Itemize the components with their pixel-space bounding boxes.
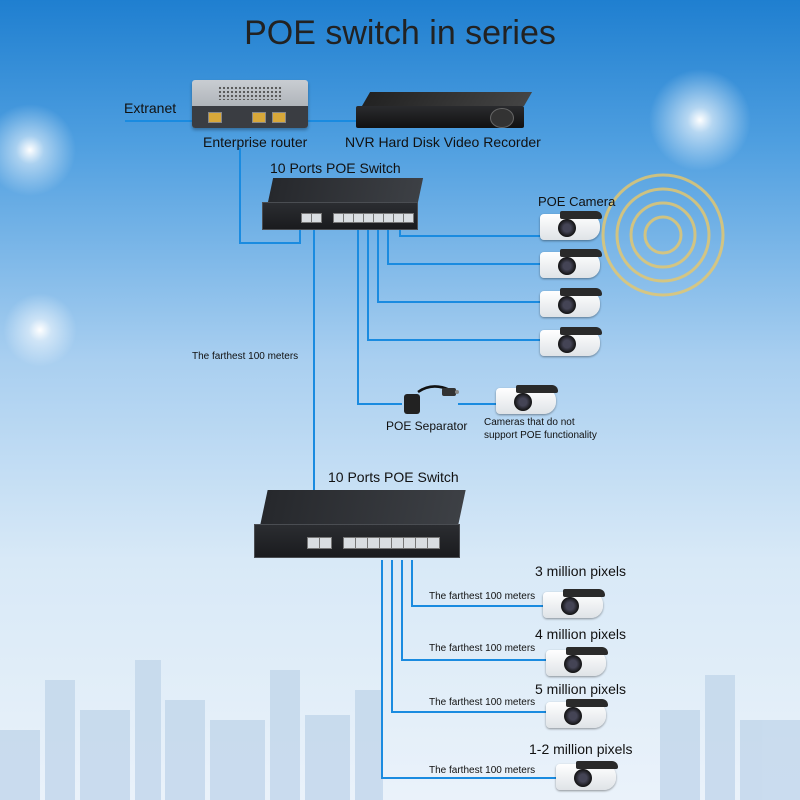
nvr-label: NVR Hard Disk Video Recorder [345, 134, 541, 150]
camera-resolution-label: 5 million pixels [535, 681, 627, 697]
camera-resolution-label: 1-2 million pixels [529, 741, 633, 757]
camera-distance-label: The farthest 100 meters [429, 643, 536, 654]
poe-splitter-icon [404, 385, 459, 414]
switch-to-camera-2-cable [387, 228, 542, 265]
switch-bottom-label: 10 Ports POE Switch [328, 469, 459, 485]
signal-rings-icon [601, 173, 725, 297]
camera-distance-label: The farthest 100 meters [429, 591, 536, 602]
switch-top-label: 10 Ports POE Switch [270, 160, 401, 176]
extranet-label: Extranet [124, 100, 177, 116]
switch-to-camera-1-cable [399, 228, 542, 237]
bullet-camera-icon [556, 761, 618, 790]
switch-bottom-icon [254, 490, 466, 560]
bullet-camera-icon [540, 249, 602, 278]
poe-separator-label: POE Separator [386, 419, 468, 433]
non-poe-camera-label-2: support POE functionality [484, 430, 597, 441]
nvr-icon [356, 92, 533, 132]
switch-top-icon [262, 178, 424, 230]
bottom-camera-3-cable [391, 560, 550, 713]
switch-to-camera-3-cable [377, 228, 542, 303]
bottom-camera-1-cable [411, 560, 556, 607]
bullet-camera-icon [543, 589, 605, 618]
bullet-camera-icon [540, 288, 602, 317]
router-label: Enterprise router [203, 134, 308, 150]
camera-resolution-label: 4 million pixels [535, 626, 627, 642]
bullet-camera-icon [540, 327, 602, 356]
sky-glow-2 [0, 100, 80, 200]
bullet-camera-icon [496, 385, 558, 414]
farthest-distance-label: The farthest 100 meters [192, 351, 299, 362]
poe-camera-label: POE Camera [538, 194, 616, 209]
router-icon [192, 80, 308, 128]
camera-resolution-label: 3 million pixels [535, 563, 627, 579]
bullet-camera-icon [540, 211, 602, 240]
bottom-camera-2-cable [401, 560, 550, 661]
camera-distance-label: The farthest 100 meters [429, 765, 536, 776]
sky-glow-3 [0, 290, 80, 370]
router-to-switch-cable [239, 148, 301, 244]
non-poe-camera-label-1: Cameras that do not [484, 417, 575, 428]
bottom-camera-4-cable [381, 560, 562, 779]
switch-to-separator-cable [357, 228, 402, 405]
sky-glow [640, 60, 760, 180]
bullet-camera-icon [546, 647, 608, 676]
switch-to-camera-4-cable [367, 228, 542, 341]
bullet-camera-icon [546, 699, 608, 728]
city-skyline [0, 660, 800, 800]
page-title: POE switch in series [244, 14, 556, 52]
camera-distance-label: The farthest 100 meters [429, 697, 536, 708]
